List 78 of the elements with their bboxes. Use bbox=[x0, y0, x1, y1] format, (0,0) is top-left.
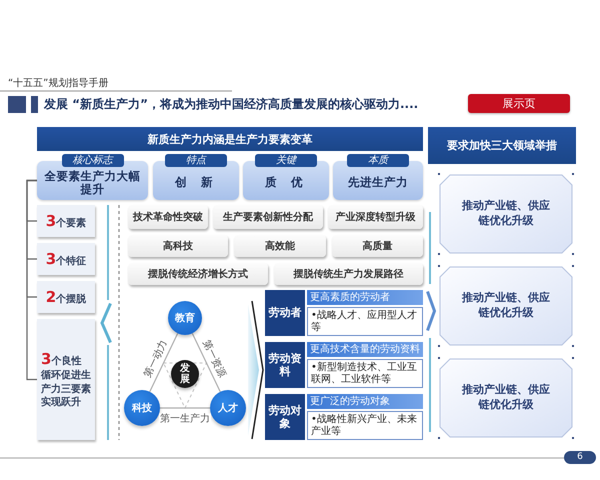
measure-text: 推动产业链、供应链优化升级 bbox=[461, 383, 551, 413]
header-title: 要求加快三大领域举措 bbox=[447, 138, 557, 153]
category-tag: 特点 bbox=[165, 154, 227, 167]
keyword-card bbox=[332, 235, 423, 257]
keyword-card bbox=[128, 263, 268, 285]
header-title: 新质生产力内涵是生产力要素变革 bbox=[148, 132, 312, 146]
subheader-text: 更高素质的劳动者 bbox=[310, 291, 390, 304]
subheader-bar bbox=[307, 342, 423, 357]
measure-text: 推动产业链、供应链优化升级 bbox=[461, 199, 551, 229]
topic-circle bbox=[210, 390, 246, 426]
keyword-text: 技术革命性突破 bbox=[133, 210, 203, 224]
edge-label: 第一生产力 bbox=[159, 414, 211, 424]
subheader-bar bbox=[307, 394, 423, 409]
circle-label: 发展 bbox=[180, 363, 190, 385]
column-title: 先进生产力 bbox=[346, 174, 409, 190]
display-tag: 展示页 bbox=[468, 94, 570, 113]
column-title: 全要素生产力大幅提升 bbox=[44, 168, 142, 196]
header-bar bbox=[37, 127, 423, 151]
detail-text: •战略人才、应用型人才等 bbox=[311, 310, 418, 334]
measure-card bbox=[437, 172, 575, 256]
summary-text: 2个摆脱 bbox=[46, 286, 86, 308]
triangle-edge bbox=[149, 333, 178, 392]
keyword-text: 摆脱传统经济增长方式 bbox=[148, 267, 248, 281]
header-bar bbox=[428, 127, 576, 164]
keyword-card bbox=[128, 205, 208, 229]
circle-label: 科技 bbox=[132, 402, 152, 415]
circle-label: 教育 bbox=[175, 311, 195, 325]
triangle-edge bbox=[192, 333, 221, 392]
center-circle bbox=[171, 360, 199, 388]
keyword-card bbox=[213, 205, 323, 229]
detail-text: •新型制造技术、工业互联网、工业软件等 bbox=[311, 362, 418, 386]
keyword-text: 产业深度转型升级 bbox=[336, 210, 416, 224]
topic-circle bbox=[124, 390, 160, 426]
category-tag: 关键 bbox=[255, 154, 317, 167]
measure-card bbox=[437, 264, 575, 348]
keyword-card bbox=[128, 235, 228, 257]
detail-panel bbox=[307, 411, 423, 440]
detail-text: •战略性新兴产业、未来产业等 bbox=[311, 414, 418, 438]
keyword-text: 摆脱传统生产力发展路径 bbox=[294, 268, 404, 281]
detail-panel bbox=[307, 359, 423, 388]
page-number: 6 bbox=[564, 451, 596, 464]
triangle-edge bbox=[160, 407, 210, 409]
category-label: 劳动对象 bbox=[268, 404, 302, 430]
summary-card bbox=[37, 205, 95, 237]
category-tag: 核心标志 bbox=[62, 154, 124, 167]
measure-text: 推动产业链、供应链优化升级 bbox=[461, 291, 551, 321]
column-title: 创新 bbox=[174, 174, 228, 190]
connector-line bbox=[26, 180, 37, 380]
detail-panel bbox=[307, 307, 423, 336]
keyword-text: 高科技 bbox=[163, 239, 193, 253]
keyword-text: 高质量 bbox=[362, 239, 392, 253]
category-block bbox=[265, 342, 305, 388]
keyword-card bbox=[328, 205, 423, 229]
keyword-text: 生产要素创新性分配 bbox=[223, 210, 313, 224]
summary-text: 3个良性循环促进生产力三要素实现跃升 bbox=[41, 349, 91, 410]
category-block bbox=[265, 394, 305, 440]
summary-text: 3个特征 bbox=[46, 248, 86, 270]
subheader-text: 更广泛的劳动对象 bbox=[310, 395, 390, 408]
keyword-text: 高效能 bbox=[265, 239, 295, 253]
category-label: 劳动者 bbox=[268, 306, 302, 320]
keyword-card bbox=[274, 263, 423, 285]
summary-text: 3个要素 bbox=[46, 210, 86, 232]
category-block bbox=[265, 290, 305, 336]
category-tag: 本质 bbox=[347, 154, 409, 167]
page-title: 发展 “新质生产力”，将成为推动中国经济高质量发展的核心驱动力.... bbox=[44, 96, 418, 113]
column-title: 质优 bbox=[264, 174, 318, 190]
summary-card bbox=[37, 281, 95, 313]
circle-label: 人才 bbox=[218, 402, 238, 415]
summary-card bbox=[37, 319, 95, 440]
edge-label: 第一资源 bbox=[200, 337, 228, 380]
category-label: 劳动资料 bbox=[268, 352, 302, 378]
measure-card bbox=[437, 356, 575, 440]
summary-card bbox=[37, 243, 95, 275]
subheader-bar bbox=[307, 290, 423, 305]
keyword-card bbox=[234, 235, 326, 257]
topic-circle bbox=[168, 301, 202, 335]
subheader-text: 更高技术含量的劳动资料 bbox=[310, 343, 420, 356]
handbook-label: “十五五”规划指导手册 bbox=[8, 76, 108, 90]
